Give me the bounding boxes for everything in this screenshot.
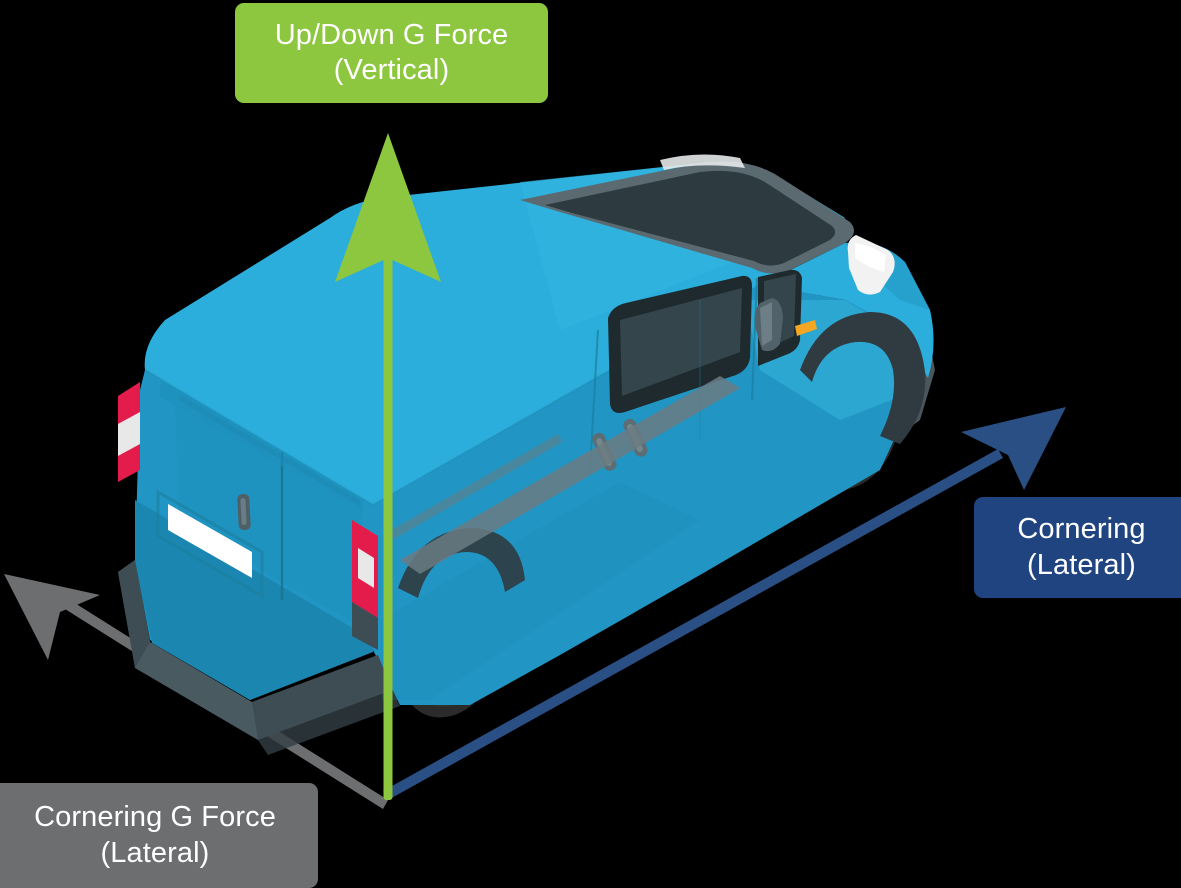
label-vertical-line2: (Vertical) [333,54,450,86]
label-cornering-right-line2: (Lateral) [1027,548,1136,581]
label-cornering-g-force-lateral-left[interactable]: Cornering G Force (Lateral) [0,783,318,888]
lateral-right-axis-arrow [383,407,1066,800]
van-illustration [118,154,935,755]
side-mirror [754,298,783,352]
rear-door-handle [237,493,251,531]
license-plate [168,504,252,578]
front-mirror-white [847,235,895,295]
label-cornering-lateral-right[interactable]: Cornering (Lateral) [974,497,1181,598]
label-cornering-right-line1: Cornering [1017,513,1146,546]
windshield [520,161,854,274]
vertical-axis-arrow [335,133,441,800]
label-cornering-left-line2: (Lateral) [100,836,210,869]
taillight-left [118,382,140,482]
label-up-down-g-force[interactable]: Up/Down G Force (Vertical) [235,3,548,103]
label-cornering-left-line1: Cornering G Force [34,801,276,834]
rear-bumper [118,560,392,740]
taillight-right [352,520,378,618]
side-marker-light [795,320,817,336]
label-vertical-line1: Up/Down G Force [274,18,509,51]
